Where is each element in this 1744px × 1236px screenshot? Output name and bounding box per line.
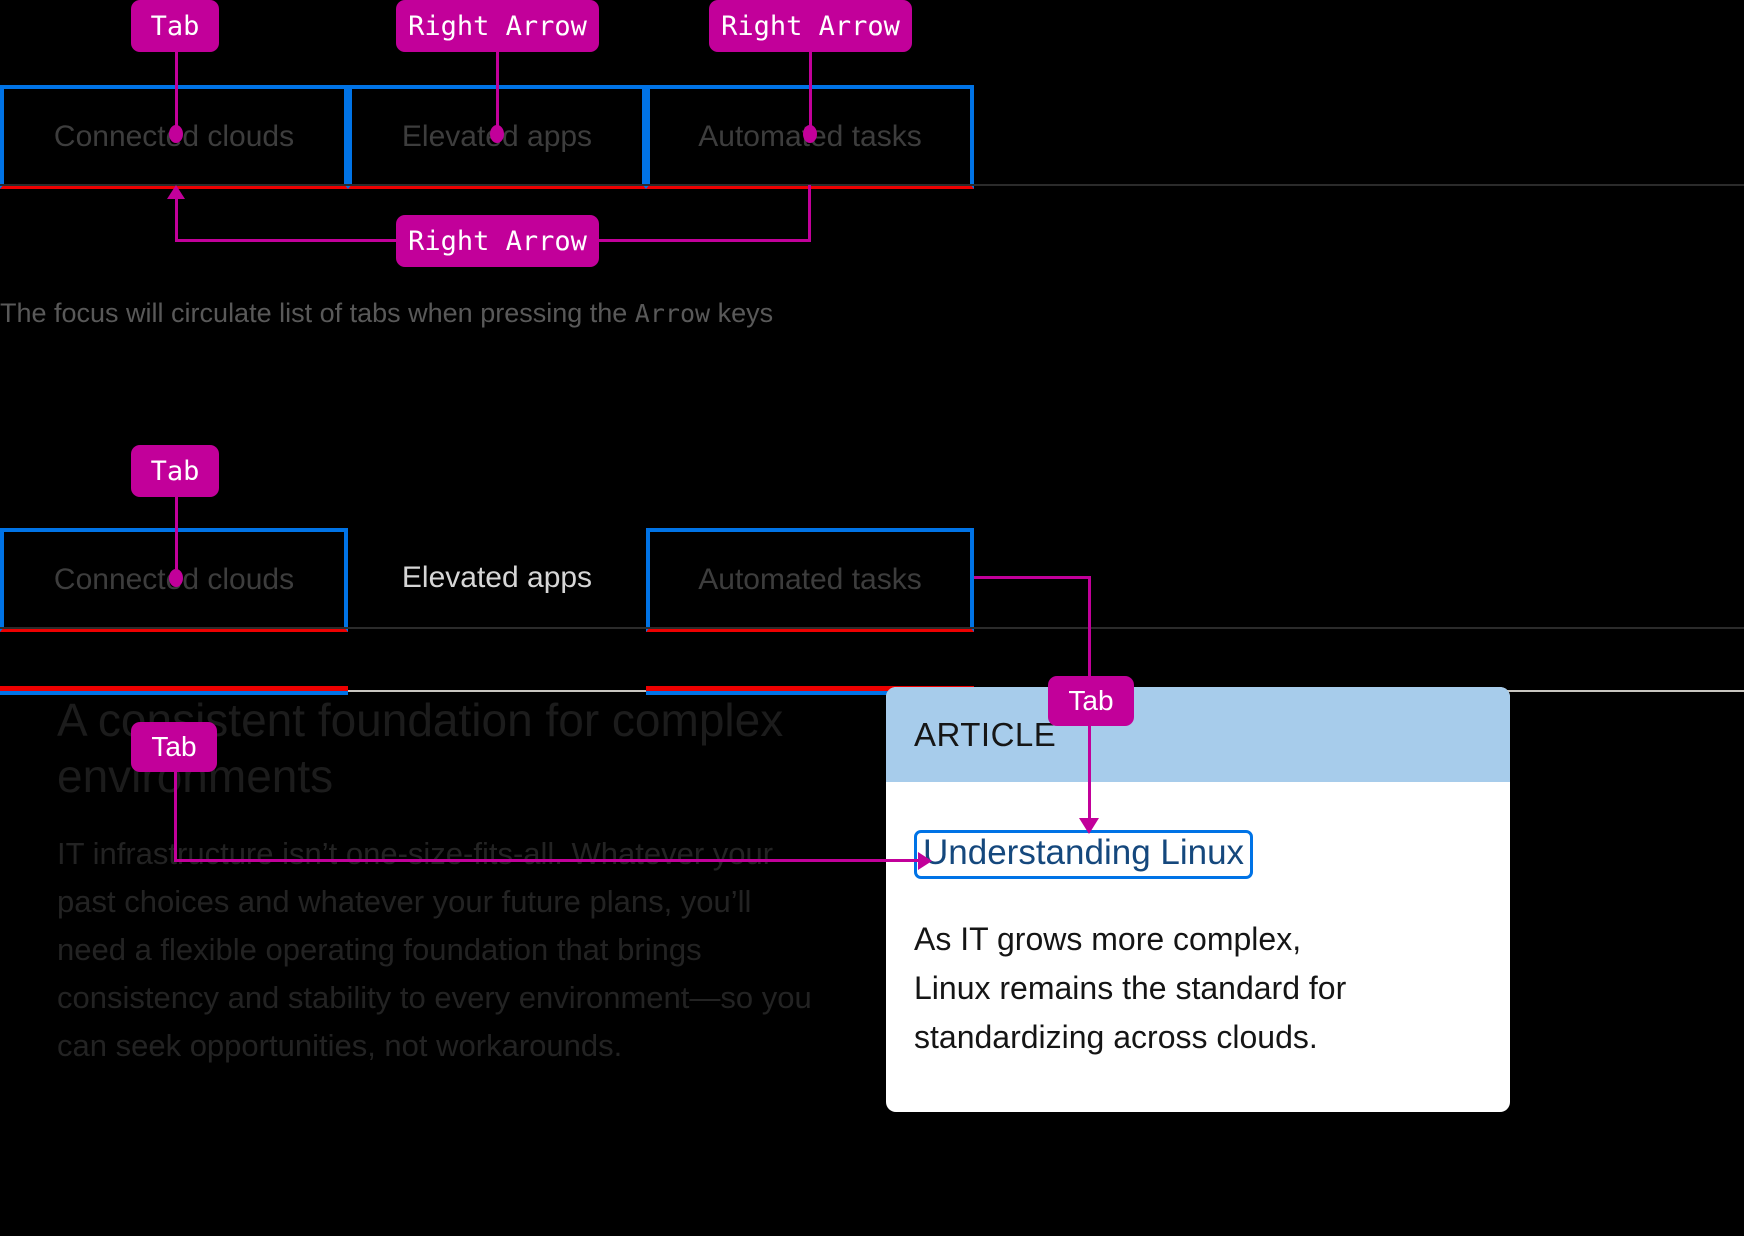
leader-line-right-arrow-1 — [496, 52, 499, 134]
copy-leader-line-horizontal — [174, 859, 918, 862]
card-connector-horizontal — [974, 576, 1091, 579]
caption-key-name: Arrow — [634, 299, 711, 328]
article-eyebrow: ARTICLE — [914, 715, 1057, 753]
caption-prefix: The focus will circulate list of tabs wh… — [0, 298, 635, 328]
loopback-line-horizontal-right — [599, 239, 810, 242]
leader-line-right-arrow-2 — [809, 52, 812, 134]
loopback-line-vertical-left — [175, 198, 178, 241]
leader-line-tab-2 — [175, 497, 178, 579]
leader-dot-right-arrow-2 — [803, 125, 817, 143]
focus-circulation-caption: The focus will circulate list of tabs wh… — [0, 298, 773, 329]
copy-leader-line-vertical — [174, 772, 177, 861]
loopback-line-horizontal-left — [175, 239, 396, 242]
key-chip-right-arrow-2: Right Arrow — [709, 0, 912, 52]
focus-underline-right — [646, 691, 974, 695]
focus-underline-left — [0, 691, 348, 695]
active-tab-underline-right — [646, 686, 974, 691]
tabstrip-2-baseline — [0, 627, 1744, 629]
article-card-header: ARTICLE — [886, 687, 1510, 782]
leader-dot-right-arrow-1 — [490, 125, 504, 143]
key-chip-right-arrow-3: Right Arrow — [396, 215, 599, 267]
copy-leader-arrowhead-icon — [918, 852, 932, 870]
tab-elevated-apps-2[interactable]: Elevated apps — [348, 528, 646, 627]
page-body-copy: IT infrastructure isn’t one-size-fits-al… — [57, 836, 812, 1063]
key-chip-tab-copy: Tab — [131, 722, 217, 772]
key-chip-tab-2: Tab — [131, 445, 219, 497]
caption-suffix: keys — [710, 298, 774, 328]
article-title-link[interactable]: Understanding Linux — [914, 830, 1254, 879]
card-link-leader-line — [1088, 726, 1091, 822]
card-link-arrowhead-icon — [1079, 818, 1099, 834]
article-summary: As IT grows more complex, Linux remains … — [914, 920, 1347, 1055]
loopback-line-vertical-right — [808, 185, 811, 242]
key-chip-tab-card: Tab — [1048, 676, 1134, 726]
active-tab-underline-left — [0, 686, 348, 691]
tabstrip-1-baseline — [0, 184, 1744, 186]
key-chip-right-arrow-1: Right Arrow — [396, 0, 599, 52]
leader-dot-tab-1 — [169, 125, 183, 143]
tab-label: Automated tasks — [698, 562, 922, 596]
article-card[interactable]: ARTICLE Understanding Linux As IT grows … — [886, 687, 1510, 1112]
loopback-arrowhead-icon — [167, 185, 185, 199]
key-chip-tab-1: Tab — [131, 0, 219, 52]
article-card-body: Understanding Linux As IT grows more com… — [886, 782, 1510, 1062]
leader-line-tab-1 — [175, 52, 178, 134]
tabstrip-divider-middle — [348, 690, 646, 692]
tab-automated-tasks-2[interactable]: Automated tasks — [646, 528, 974, 632]
card-connector-vertical — [1088, 576, 1091, 676]
leader-dot-tab-2 — [169, 569, 183, 587]
tab-label: Elevated apps — [401, 560, 593, 594]
